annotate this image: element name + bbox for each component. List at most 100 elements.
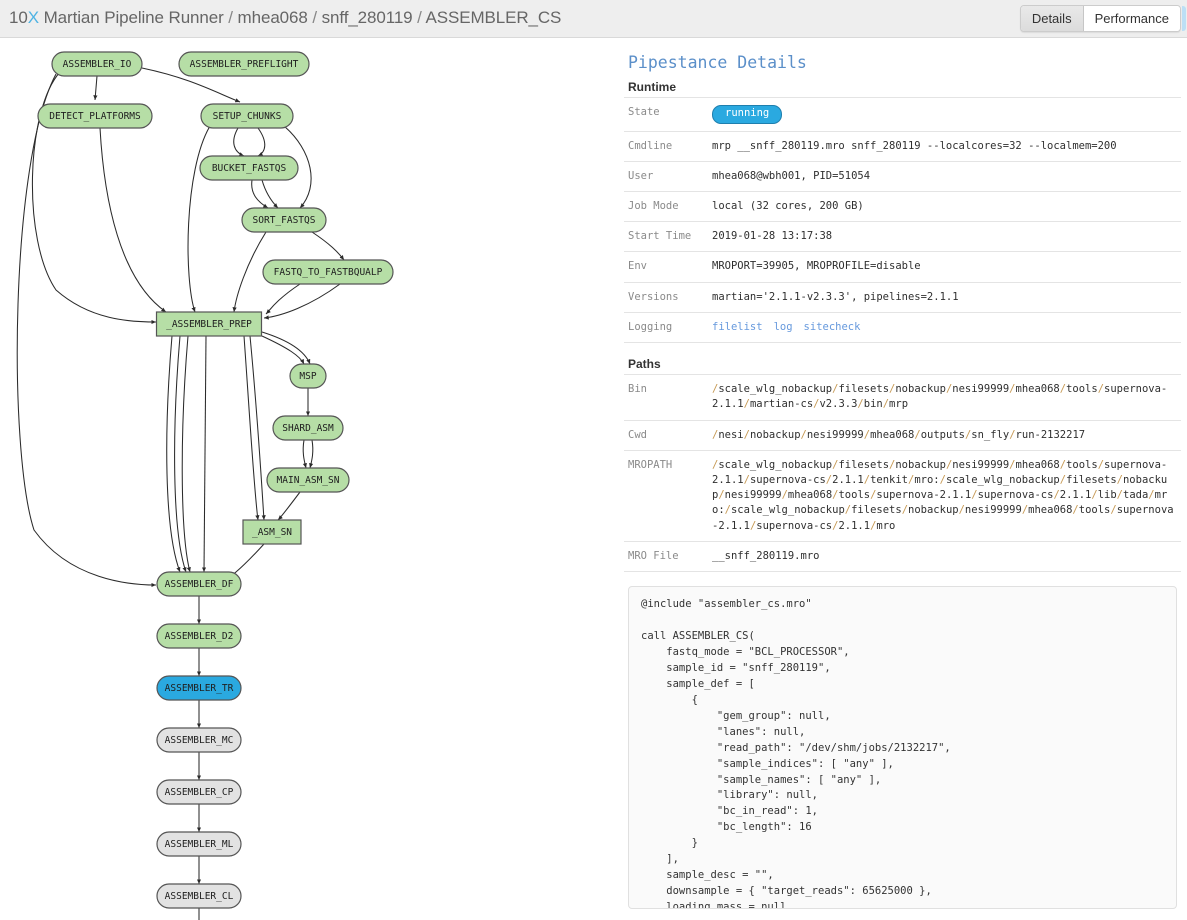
graph-node-setup_chunks[interactable]: SETUP_CHUNKS	[200, 103, 294, 129]
row-value: martian='2.1.1-v2.3.3', pipelines=2.1.1	[708, 281, 1181, 313]
logging-link-filelist[interactable]: filelist	[712, 320, 763, 333]
node-shape[interactable]	[156, 675, 242, 701]
row-value: running	[708, 97, 1181, 132]
pipeline-graph[interactable]: ASSEMBLER_IO ASSEMBLER_PREFLIGHT DETECT_PL…	[0, 39, 612, 920]
row-key: MRO File	[624, 540, 708, 573]
node-shape[interactable]	[156, 883, 242, 909]
path-separator: /	[882, 398, 890, 411]
node-shape[interactable]	[241, 207, 327, 233]
tab-performance[interactable]: Performance	[1083, 6, 1180, 31]
node-shape[interactable]	[200, 103, 294, 129]
breadcrumb-sep-1: /	[223, 8, 238, 27]
table-row: MRO File__snff_280119.mro	[624, 540, 1181, 573]
path-separator: /	[1009, 458, 1016, 471]
node-shape[interactable]	[178, 51, 310, 77]
graph-node-sort_fastqs[interactable]: SORT_FASTQS	[241, 207, 327, 233]
node-label: ASSEMBLER_DF	[165, 579, 234, 590]
graph-node-assembler_df[interactable]: ASSEMBLER_DF	[156, 571, 242, 597]
graph-node-msp[interactable]: MSP	[289, 363, 327, 389]
row-value: mrp __snff_280119.mro snff_280119 --loca…	[708, 130, 1181, 162]
tab-accent-bar	[1182, 6, 1186, 31]
page-title: Pipestance Details	[628, 53, 807, 72]
graph-node-detect_platforms[interactable]: DETECT_PLATFORMS	[37, 103, 153, 129]
path-separator: /	[889, 458, 896, 471]
node-label: ASSEMBLER_CP	[165, 787, 234, 798]
pipeline-graph-pane[interactable]: ASSEMBLER_IO ASSEMBLER_PREFLIGHT DETECT_PL…	[0, 39, 612, 920]
tab-details[interactable]: Details	[1020, 6, 1084, 31]
row-value: local (32 cores, 200 GB)	[708, 190, 1181, 222]
node-shape[interactable]	[266, 467, 350, 493]
node-shape[interactable]	[289, 363, 327, 389]
node-shape[interactable]	[156, 779, 242, 805]
node-label: _ASSEMBLER_PREP	[166, 319, 252, 330]
graph-node-assembler_cp[interactable]: ASSEMBLER_CP	[156, 779, 242, 805]
logging-link-log[interactable]: log	[773, 320, 793, 333]
breadcrumb-sep-2: /	[307, 8, 322, 27]
path-separator: /	[958, 504, 965, 517]
row-key: Logging	[624, 311, 708, 344]
graph-node-assembler_ml[interactable]: ASSEMBLER_ML	[156, 831, 242, 857]
node-label: ASSEMBLER_ML	[165, 839, 234, 850]
row-key: Start Time	[624, 221, 708, 252]
graph-node-assembler_tr[interactable]: ASSEMBLER_TR	[156, 675, 242, 701]
row-key: MROPATH	[624, 449, 708, 542]
graph-node-assembler_io[interactable]: ASSEMBLER_IO	[51, 51, 143, 77]
node-shape[interactable]	[272, 415, 344, 441]
graph-node-asm_sn[interactable]: _ASM_SN	[242, 519, 302, 545]
node-shape[interactable]	[199, 155, 299, 181]
row-value: /scale_wlg_nobackup/filesets/nobackup/ne…	[708, 449, 1181, 542]
node-shape[interactable]	[51, 51, 143, 77]
path-separator: /	[908, 473, 915, 486]
path-separator: /	[1116, 473, 1123, 486]
mro-source-box[interactable]: @include "assembler_cs.mro" call ASSEMBL…	[628, 586, 1177, 910]
path-separator: /	[1072, 504, 1079, 517]
node-shape[interactable]	[155, 311, 263, 337]
path-separator: /	[844, 504, 852, 517]
node-shape[interactable]	[156, 571, 242, 597]
node-shape[interactable]	[156, 831, 242, 857]
path-separator: /	[825, 473, 833, 486]
table-row: Logging filelist log sitecheck	[624, 311, 1181, 344]
node-shape[interactable]	[156, 727, 242, 753]
row-key: Cmdline	[624, 130, 708, 162]
path-separator: /	[712, 383, 719, 396]
status-badge: running	[712, 105, 783, 124]
row-value: 2019-01-28 13:17:38	[708, 221, 1181, 252]
logging-link-sitecheck[interactable]: sitecheck	[803, 320, 861, 333]
path-separator: /	[863, 473, 871, 486]
graph-node-main_asm_sn[interactable]: MAIN_ASM_SN	[266, 467, 350, 493]
paths-table: Bin/scale_wlg_nobackup/filesets/nobackup…	[624, 374, 1181, 573]
row-value: /scale_wlg_nobackup/filesets/nobackup/ne…	[708, 374, 1181, 421]
graph-node-assembler_cl[interactable]: ASSEMBLER_CL	[156, 883, 242, 909]
graph-node-assembler_preflight[interactable]: ASSEMBLER_PREFLIGHT	[178, 51, 310, 77]
path-separator: /	[781, 489, 788, 502]
graph-nodes[interactable]: ASSEMBLER_IO ASSEMBLER_PREFLIGHT DETECT_PL…	[37, 51, 394, 909]
node-label: ASSEMBLER_CL	[165, 891, 234, 902]
graph-node-fastq_to_fastbqualp[interactable]: FASTQ_TO_FASTBQUALP	[262, 259, 394, 285]
node-label: ASSEMBLER_D2	[165, 631, 234, 642]
path-separator: /	[914, 428, 921, 441]
view-tab-group[interactable]: Details Performance	[1019, 5, 1181, 32]
node-label: MSP	[299, 371, 316, 382]
node-shape[interactable]	[156, 623, 242, 649]
graph-node-assembler_mc[interactable]: ASSEMBLER_MC	[156, 727, 242, 753]
row-key: Env	[624, 251, 708, 283]
row-value: MROPORT=39905, MROPROFILE=disable	[708, 251, 1181, 283]
brand-rest: Martian Pipeline Runner	[38, 8, 224, 27]
path-separator: /	[813, 398, 820, 411]
graph-node-bucket_fastqs[interactable]: BUCKET_FASTQS	[199, 155, 299, 181]
graph-node-shard_asm[interactable]: SHARD_ASM	[272, 415, 344, 441]
node-shape[interactable]	[37, 103, 153, 129]
graph-node-assembler_d2[interactable]: ASSEMBLER_D2	[156, 623, 242, 649]
path-separator: /	[1059, 473, 1067, 486]
node-label: BUCKET_FASTQS	[212, 163, 287, 174]
mro-source-code: @include "assembler_cs.mro" call ASSEMBL…	[641, 598, 951, 910]
node-shape[interactable]	[242, 519, 302, 545]
graph-node-assembler_prep[interactable]: _ASSEMBLER_PREP	[155, 311, 263, 337]
node-shape[interactable]	[262, 259, 394, 285]
path-separator: /	[1097, 458, 1105, 471]
